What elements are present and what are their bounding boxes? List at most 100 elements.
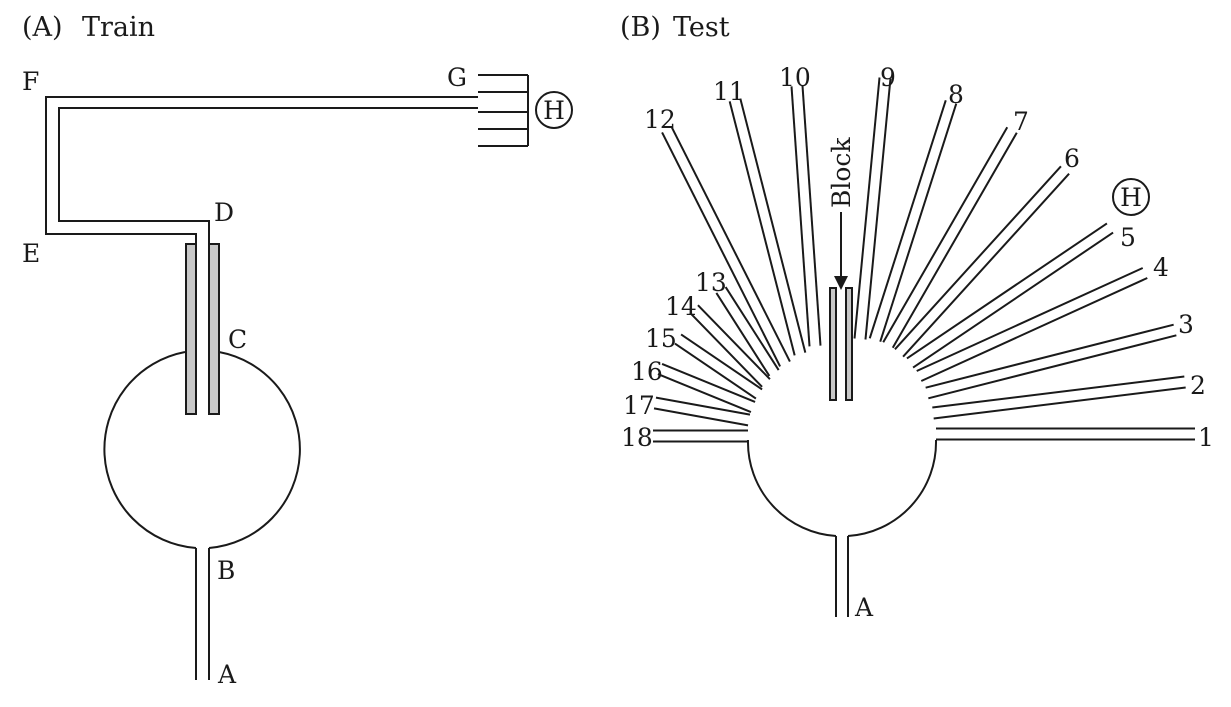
test-arm-11: 11	[713, 77, 807, 356]
panel-a-title: Train	[82, 12, 155, 43]
train-path-alley	[45, 96, 478, 244]
train-label-a: A	[217, 660, 237, 689]
test-arm-16: 16	[631, 357, 756, 414]
panel-train: (A) Train H A B C D	[22, 12, 573, 689]
test-arm-17-wall-a	[655, 396, 751, 416]
panel-b-label: (B)	[620, 12, 661, 43]
test-arm-15-wall-a	[680, 333, 763, 391]
test-block-wall-left	[829, 287, 837, 401]
test-arm-10-wall-a	[801, 85, 822, 346]
test-arm-5: 5	[906, 222, 1136, 369]
test-arm-label-15: 15	[645, 324, 677, 353]
test-arm-2-wall-b	[932, 375, 1185, 409]
test-arm-3-wall-b	[925, 323, 1174, 389]
train-wall-left	[185, 243, 197, 415]
test-arm-13: 13	[695, 268, 780, 377]
test-arm-label-8: 8	[948, 80, 964, 109]
test-arm-label-16: 16	[631, 357, 663, 386]
test-arm-1: 1	[936, 423, 1214, 452]
train-label-g: G	[447, 63, 467, 92]
test-arm-label-17: 17	[623, 391, 655, 420]
test-arm-label-1: 1	[1198, 423, 1214, 452]
test-arm-12-wall-a	[671, 127, 791, 362]
test-arm-16-wall-b	[657, 373, 752, 414]
test-arm-5-wall-a	[912, 231, 1114, 369]
test-arm-14-wall-a	[697, 304, 771, 380]
test-arm-label-13: 13	[695, 268, 727, 297]
test-arm-label-12: 12	[644, 105, 676, 134]
test-arm-2: 2	[932, 371, 1206, 420]
test-arm-2-wall-a	[933, 386, 1186, 420]
test-arm-label-14: 14	[665, 292, 697, 321]
train-goal-box	[478, 74, 529, 147]
test-arm-16-wall-a	[661, 362, 756, 403]
test-arm-label-7: 7	[1013, 107, 1029, 136]
test-arm-4-wall-b	[916, 267, 1144, 372]
test-arm-5-wall-b	[906, 222, 1108, 360]
test-arm-label-6: 6	[1064, 144, 1080, 173]
test-arm-8-wall-b	[868, 100, 947, 339]
test-arm-7-wall-a	[891, 132, 1018, 349]
train-label-b: B	[217, 556, 235, 585]
test-arm-13-wall-a	[724, 286, 780, 371]
test-arm-label-10: 10	[779, 63, 811, 92]
test-arm-18: 18	[621, 423, 748, 452]
panel-b-title: Test	[673, 12, 730, 43]
train-start-alley	[195, 548, 210, 680]
test-arm-13-wall-b	[715, 292, 771, 377]
test-arm-6-wall-b	[894, 165, 1062, 350]
test-arm-3: 3	[925, 310, 1194, 400]
test-arena	[746, 439, 938, 537]
test-arm-8: 8	[868, 80, 964, 342]
train-goal-circle	[535, 91, 573, 129]
panel-a-label: (A)	[22, 12, 63, 43]
test-arm-9: 9	[853, 63, 896, 340]
test-arm-11-wall-a	[739, 98, 807, 353]
train-label-d: D	[214, 198, 234, 227]
test-arm-4-wall-a	[920, 277, 1148, 382]
train-label-f: F	[22, 67, 39, 96]
test-arm-label-9: 9	[880, 63, 896, 92]
test-arm-label-11: 11	[713, 77, 745, 106]
test-goal-circle	[1112, 178, 1150, 216]
test-goal-h-label: H	[1120, 183, 1142, 212]
test-block-wall-right	[845, 287, 853, 401]
test-arm-15: 15	[645, 324, 763, 400]
test-arm-label-3: 3	[1178, 310, 1194, 339]
test-start-alley	[835, 536, 849, 617]
test-arm-12: 12	[644, 105, 791, 367]
test-arm-label-18: 18	[621, 423, 653, 452]
test-arm-7-wall-b	[882, 126, 1009, 343]
train-wall-right	[208, 243, 220, 415]
train-goal-h-label: H	[543, 96, 565, 125]
test-arm-4: 4	[916, 253, 1169, 382]
test-arm-11-wall-b	[728, 101, 796, 356]
test-arm-9-wall-a	[864, 78, 892, 340]
train-label-c: C	[228, 325, 247, 354]
test-arm-3-wall-a	[928, 334, 1177, 400]
test-block-label: Block	[827, 137, 856, 208]
test-arm-15-wall-b	[674, 342, 757, 400]
test-arm-label-2: 2	[1190, 371, 1206, 400]
test-arm-14: 14	[665, 292, 771, 388]
test-arm-17: 17	[623, 391, 751, 427]
test-arm-6: 6	[894, 144, 1080, 358]
test-label-a: A	[854, 593, 874, 622]
test-block-arrowhead	[834, 276, 848, 290]
train-label-e: E	[22, 239, 40, 268]
test-arm-label-5: 5	[1120, 223, 1136, 252]
test-arm-17-wall-b	[653, 407, 749, 427]
train-arena	[103, 351, 301, 549]
test-arm-8-wall-a	[879, 103, 958, 342]
test-arm-10-wall-b	[790, 86, 811, 347]
test-arm-6-wall-a	[902, 173, 1070, 358]
test-arm-label-4: 4	[1153, 253, 1169, 282]
test-arm-7: 7	[882, 107, 1029, 349]
test-arm-10: 10	[779, 63, 822, 347]
test-arm-14-wall-b	[689, 312, 763, 388]
test-arm-12-wall-b	[661, 132, 781, 367]
